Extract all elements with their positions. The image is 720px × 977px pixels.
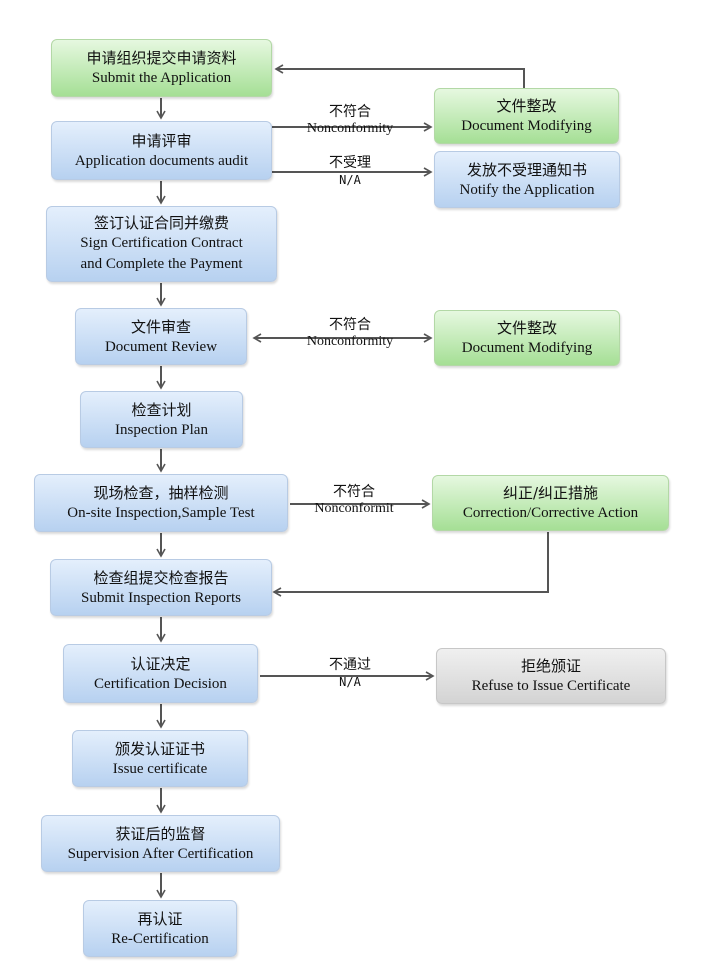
step-re-certification: 再认证 Re-Certification — [83, 900, 237, 957]
step-zh: 检查组提交检查报告 — [93, 568, 229, 587]
side-en: Notify the Application — [459, 181, 595, 198]
step-zh: 检查计划 — [131, 400, 192, 419]
side-zh: 拒绝颁证 — [520, 657, 581, 675]
step-zh: 签订认证合同并缴费 — [93, 214, 229, 232]
side-zh: 文件整改 — [496, 319, 557, 337]
step-en: Supervision After Certification — [67, 845, 254, 862]
label-decision-na: 不通过 N/A — [290, 656, 410, 690]
step-submit-application: 申请组织提交申请资料 Submit the Application — [51, 39, 272, 97]
label-audit-na: 不受理 N/A — [290, 154, 410, 188]
step-en: On-site Inspection,Sample Test — [67, 505, 255, 521]
label-zh: 不符合 — [329, 104, 371, 120]
step-zh: 颁发认证证书 — [114, 739, 205, 758]
side-corrective-action: 纠正/纠正措施 Correction/Corrective Action — [432, 475, 669, 531]
step-application-audit: 申请评审 Application documents audit — [51, 121, 272, 180]
step-certification-decision: 认证决定 Certification Decision — [63, 644, 258, 703]
side-en: Correction/Corrective Action — [462, 505, 639, 521]
step-zh: 现场检查，抽样检测 — [93, 484, 229, 502]
side-zh: 纠正/纠正措施 — [502, 484, 599, 502]
step-issue-certificate: 颁发认证证书 Issue certificate — [72, 730, 248, 787]
step-zh: 认证决定 — [130, 654, 191, 673]
step-en: Application documents audit — [74, 152, 249, 169]
label-audit-nonconformity: 不符合 Nonconformity — [290, 103, 410, 137]
arrow-modify-back — [274, 64, 525, 88]
label-zh: 不通过 — [329, 657, 371, 673]
step-en: Inspection Plan — [115, 421, 208, 438]
step-en: Issue certificate — [112, 760, 208, 777]
side-notify-application: 发放不受理通知书 Notify the Application — [434, 151, 620, 208]
step-inspection-reports: 检查组提交检查报告 Submit Inspection Reports — [50, 559, 272, 616]
step-supervision: 获证后的监督 Supervision After Certification — [41, 815, 280, 872]
label-zh: 不符合 — [333, 484, 375, 500]
label-en: N/A — [339, 675, 361, 689]
step-zh: 获证后的监督 — [115, 824, 206, 843]
step-onsite-inspection: 现场检查，抽样检测 On-site Inspection,Sample Test — [34, 474, 288, 532]
step-en: Document Review — [104, 338, 218, 355]
step-zh: 申请评审 — [131, 131, 192, 150]
label-en: Nonconformity — [306, 121, 394, 136]
step-en-line2: and Complete the Payment — [80, 256, 243, 272]
step-zh: 申请组织提交申请资料 — [86, 49, 237, 67]
label-zh: 不受理 — [329, 155, 371, 171]
label-onsite-nonconformity: 不符合 Nonconformit — [294, 483, 414, 517]
side-zh: 文件整改 — [496, 97, 557, 115]
step-sign-contract: 签订认证合同并缴费 Sign Certification Contract an… — [46, 206, 277, 282]
label-review-nonconformity: 不符合 Nonconformity — [290, 316, 410, 350]
side-en: Document Modifying — [461, 340, 593, 356]
step-zh: 再认证 — [137, 909, 183, 928]
step-zh: 文件审查 — [130, 317, 191, 336]
step-en: Re-Certification — [111, 930, 209, 947]
step-inspection-plan: 检查计划 Inspection Plan — [80, 391, 243, 448]
label-zh: 不符合 — [329, 317, 371, 333]
side-zh: 发放不受理通知书 — [466, 160, 587, 179]
side-en: Document Modifying — [461, 118, 592, 134]
label-en: N/A — [339, 173, 361, 187]
label-en: Nonconformity — [306, 334, 394, 349]
side-en: Refuse to Issue Certificate — [471, 678, 631, 694]
label-en: Nonconformit — [314, 501, 394, 516]
side-document-modifying-2: 文件整改 Document Modifying — [434, 310, 620, 366]
side-refuse-certificate: 拒绝颁证 Refuse to Issue Certificate — [436, 648, 666, 704]
step-document-review: 文件审查 Document Review — [75, 308, 247, 365]
step-en: Submit the Application — [91, 70, 232, 86]
arrow-correction-back — [272, 532, 549, 597]
step-en: Submit Inspection Reports — [81, 589, 241, 606]
step-en: Certification Decision — [94, 675, 227, 692]
side-document-modifying-1: 文件整改 Document Modifying — [434, 88, 619, 144]
step-en: Sign Certification Contract — [80, 235, 243, 251]
